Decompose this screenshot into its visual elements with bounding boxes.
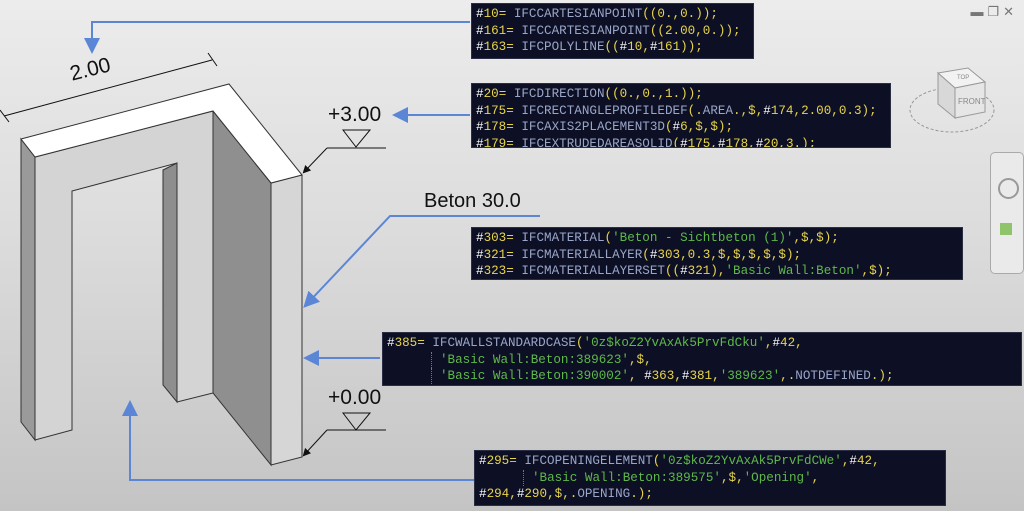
close-button[interactable]: ✕ <box>1003 4 1018 19</box>
code-line: #10= IFCCARTESIANPOINT((0.,0.)); <box>476 7 718 21</box>
code-line: #163= IFCPOLYLINE((#10,#161)); <box>476 40 703 54</box>
wall-top-face <box>20 83 303 184</box>
viewcube[interactable]: TOP FRONT <box>909 67 995 133</box>
dimension-line <box>0 52 218 123</box>
code-block-wall: #385= IFCWALLSTANDARDCASE('0z$koZ2YvAxAk… <box>382 332 1022 386</box>
wall-wing-end <box>270 174 303 466</box>
code-line: 'Basic Wall:Beton:390002', #363,#381,'38… <box>387 368 1017 385</box>
wall-3d <box>20 83 303 467</box>
viewcube-top-label: TOP <box>957 75 969 81</box>
opening-side <box>162 162 178 404</box>
code-line: #385= IFCWALLSTANDARDCASE('0z$koZ2YvAxAk… <box>387 336 803 350</box>
code-line: #179= IFCEXTRUDEDAREASOLID(#175,#178,#20… <box>476 136 817 148</box>
code-line: #175= IFCRECTANGLEPROFILEDEF(.AREA.,$,#1… <box>476 103 877 118</box>
code-block-extrusion: #20= IFCDIRECTION((0.,0.,1.)); #175= IFCR… <box>471 83 891 148</box>
indent-guide <box>387 351 432 368</box>
code-line: 'Basic Wall:Beton:389575',$,'Opening', <box>479 469 941 487</box>
code-block-opening: #295= IFCOPENINGELEMENT('0z$koZ2YvAxAk5P… <box>474 450 946 506</box>
wall-left-side <box>20 137 36 442</box>
indent-guide <box>387 368 432 384</box>
steering-wheel-icon[interactable] <box>998 178 1019 199</box>
restore-button[interactable]: ❐ <box>987 4 1004 19</box>
level-top-label: +3.00 <box>328 103 382 126</box>
code-line: #295= IFCOPENINGELEMENT('0z$koZ2YvAxAk5P… <box>479 454 880 468</box>
wall-front-face <box>34 110 214 441</box>
indent-guide <box>479 469 524 486</box>
window-controls: ▬❐✕ <box>970 4 1018 20</box>
level-markers <box>302 129 386 457</box>
code-line: #321= IFCMATERIALLAYER(#303,0.3,$,$,$,$,… <box>476 247 802 262</box>
callout-arrows <box>84 21 540 481</box>
code-block-polyline: #10= IFCCARTESIANPOINT((0.,0.)); #161= IF… <box>471 3 754 59</box>
code-line: #303= IFCMATERIAL('Beton - Sichtbeton (1… <box>476 231 839 245</box>
code-line: #20= IFCDIRECTION((0.,0.,1.)); <box>476 87 703 101</box>
code-line: #323= IFCMATERIALLAYERSET((#321),'Basic … <box>476 264 892 278</box>
code-line: 'Basic Wall:Beton:389623',$, <box>387 351 1017 369</box>
zoom-region-icon[interactable] <box>1000 223 1012 235</box>
navigation-bar[interactable] <box>990 152 1024 274</box>
code-line: #178= IFCAXIS2PLACEMENT3D(#6,$,$); <box>476 120 734 134</box>
code-line: #161= IFCCARTESIANPOINT((2.00,0.)); <box>476 23 741 38</box>
code-line: #294,#290,$,.OPENING.); <box>479 487 653 501</box>
viewcube-front-label: FRONT <box>958 97 986 106</box>
minimize-button[interactable]: ▬ <box>970 4 988 19</box>
level-bottom-label: +0.00 <box>328 386 382 409</box>
code-block-material: #303= IFCMATERIAL('Beton - Sichtbeton (1… <box>471 227 963 280</box>
material-label: Beton 30.0 <box>424 190 521 212</box>
